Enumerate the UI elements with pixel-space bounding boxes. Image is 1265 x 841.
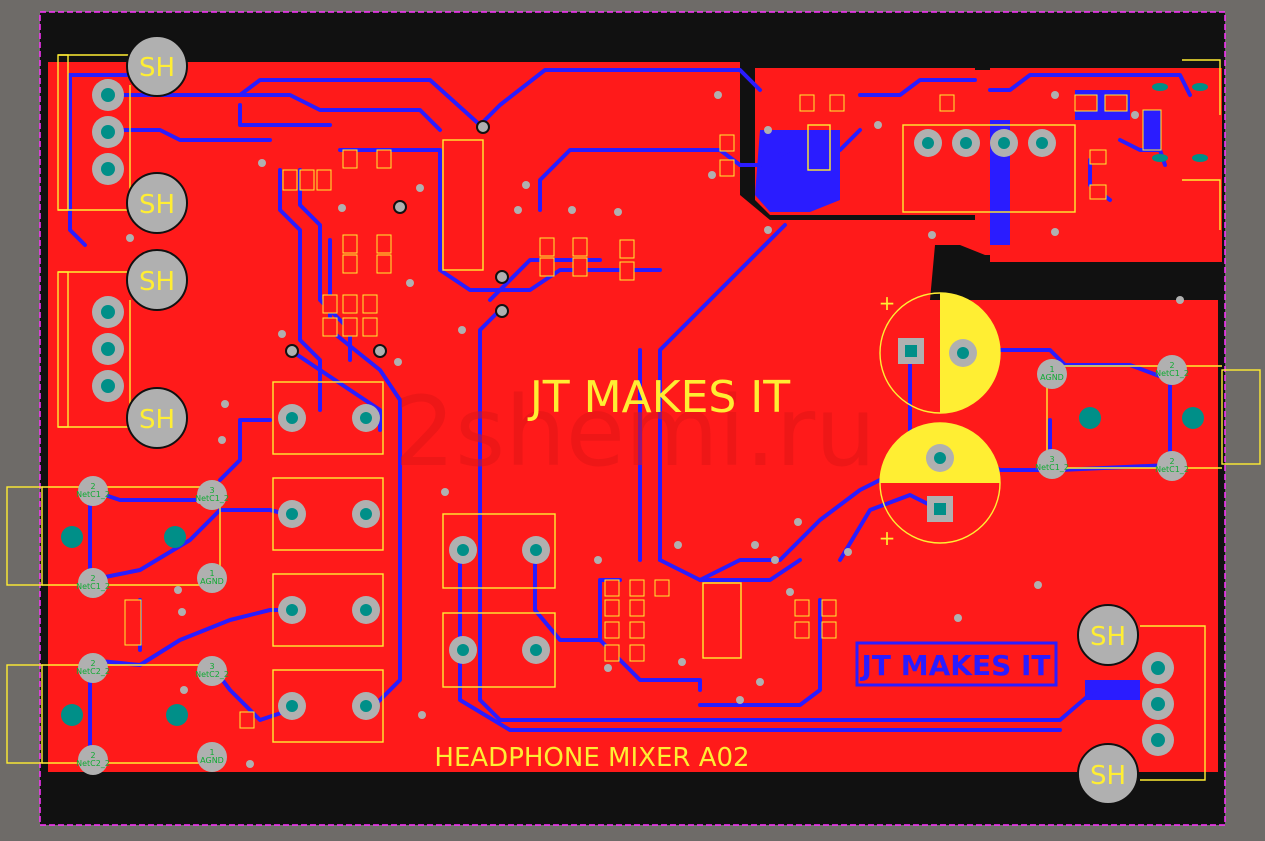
connector-pins [1152, 83, 1208, 162]
shield-pad-4: SH [126, 387, 188, 449]
board-title-box [855, 641, 1058, 687]
svg-text:NetC1_2: NetC1_2 [76, 582, 110, 591]
shield-pad-3: SH [126, 249, 188, 311]
svg-text:2: 2 [90, 574, 95, 583]
svg-text:2: 2 [90, 482, 95, 491]
shield-pad-5: SH [1077, 604, 1139, 666]
svg-text:3: 3 [1049, 455, 1054, 464]
svg-text:NetC1_2: NetC1_2 [1155, 369, 1189, 378]
watermark-text: 2shemi.ru [394, 376, 876, 488]
shield-pad-1: SH [126, 35, 188, 97]
board-title-boxed: JT MAKES IT [859, 649, 1050, 682]
svg-text:SH: SH [1090, 761, 1126, 791]
copper-pour-connector [990, 68, 1222, 262]
svg-text:NetC2_2: NetC2_2 [76, 759, 110, 768]
svg-text:SH: SH [1090, 622, 1126, 652]
svg-text:NetC2_2: NetC2_2 [195, 670, 229, 679]
smd-pads [124, 94, 1162, 729]
product-name: HEADPHONE MIXER A02 [434, 743, 749, 773]
bottom-fill-4 [1085, 680, 1140, 700]
th-pads [61, 79, 1204, 756]
svg-text:1: 1 [1049, 365, 1054, 374]
svg-text:SH: SH [139, 267, 175, 297]
svg-text:NetC1_2: NetC1_2 [76, 490, 110, 499]
svg-text:AGND: AGND [200, 577, 224, 586]
svg-text:SH: SH [139, 190, 175, 220]
svg-text:NetC2_2: NetC2_2 [76, 667, 110, 676]
board-title-large: JT MAKES IT [527, 372, 790, 423]
shield-pads: SH SH SH SH SH SH [126, 35, 1139, 805]
copper-pour-main [48, 62, 1222, 772]
svg-text:2: 2 [90, 751, 95, 760]
svg-text:1: 1 [209, 569, 214, 578]
svg-text:SH: SH [139, 53, 175, 83]
svg-text:NetC1_2: NetC1_2 [1155, 465, 1189, 474]
svg-text:3: 3 [209, 486, 214, 495]
shield-pad-2: SH [126, 172, 188, 234]
svg-text:NetC1_2: NetC1_2 [1035, 463, 1069, 472]
svg-text:2: 2 [1169, 457, 1174, 466]
cap-c1-plus: + [879, 291, 896, 315]
svg-text:2: 2 [1169, 361, 1174, 370]
bottom-fill-1 [755, 130, 840, 212]
svg-text:3: 3 [209, 662, 214, 671]
svg-text:NetC1_2: NetC1_2 [195, 494, 229, 503]
svg-text:AGND: AGND [200, 756, 224, 765]
svg-text:1: 1 [209, 748, 214, 757]
cap-c2-plus: + [879, 526, 896, 550]
svg-text:AGND: AGND [1040, 373, 1064, 382]
svg-text:2: 2 [90, 659, 95, 668]
svg-text:SH: SH [139, 405, 175, 435]
shield-pad-6: SH [1077, 743, 1139, 805]
